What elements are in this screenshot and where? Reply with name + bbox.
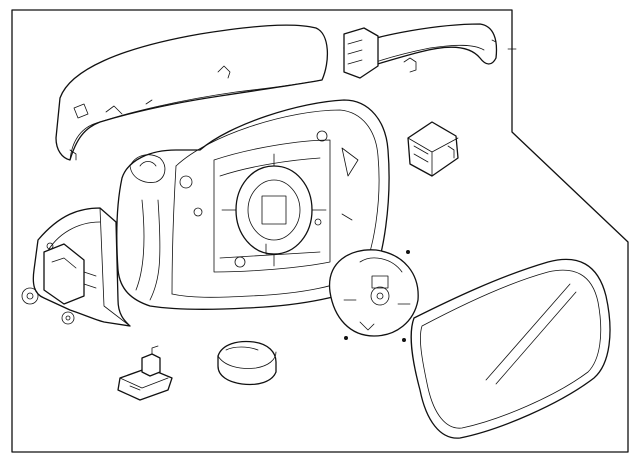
mirror-housing <box>116 99 390 310</box>
mirror-glass <box>410 258 611 439</box>
puddle-lamp <box>117 345 173 401</box>
glass-actuator <box>328 249 419 342</box>
diagram-frame <box>11 9 629 453</box>
mounting-base <box>21 207 131 327</box>
cap-plug <box>217 340 277 386</box>
motor-connector <box>407 121 459 177</box>
mirror-cover <box>55 24 328 161</box>
turn-signal-lamp <box>343 23 498 79</box>
